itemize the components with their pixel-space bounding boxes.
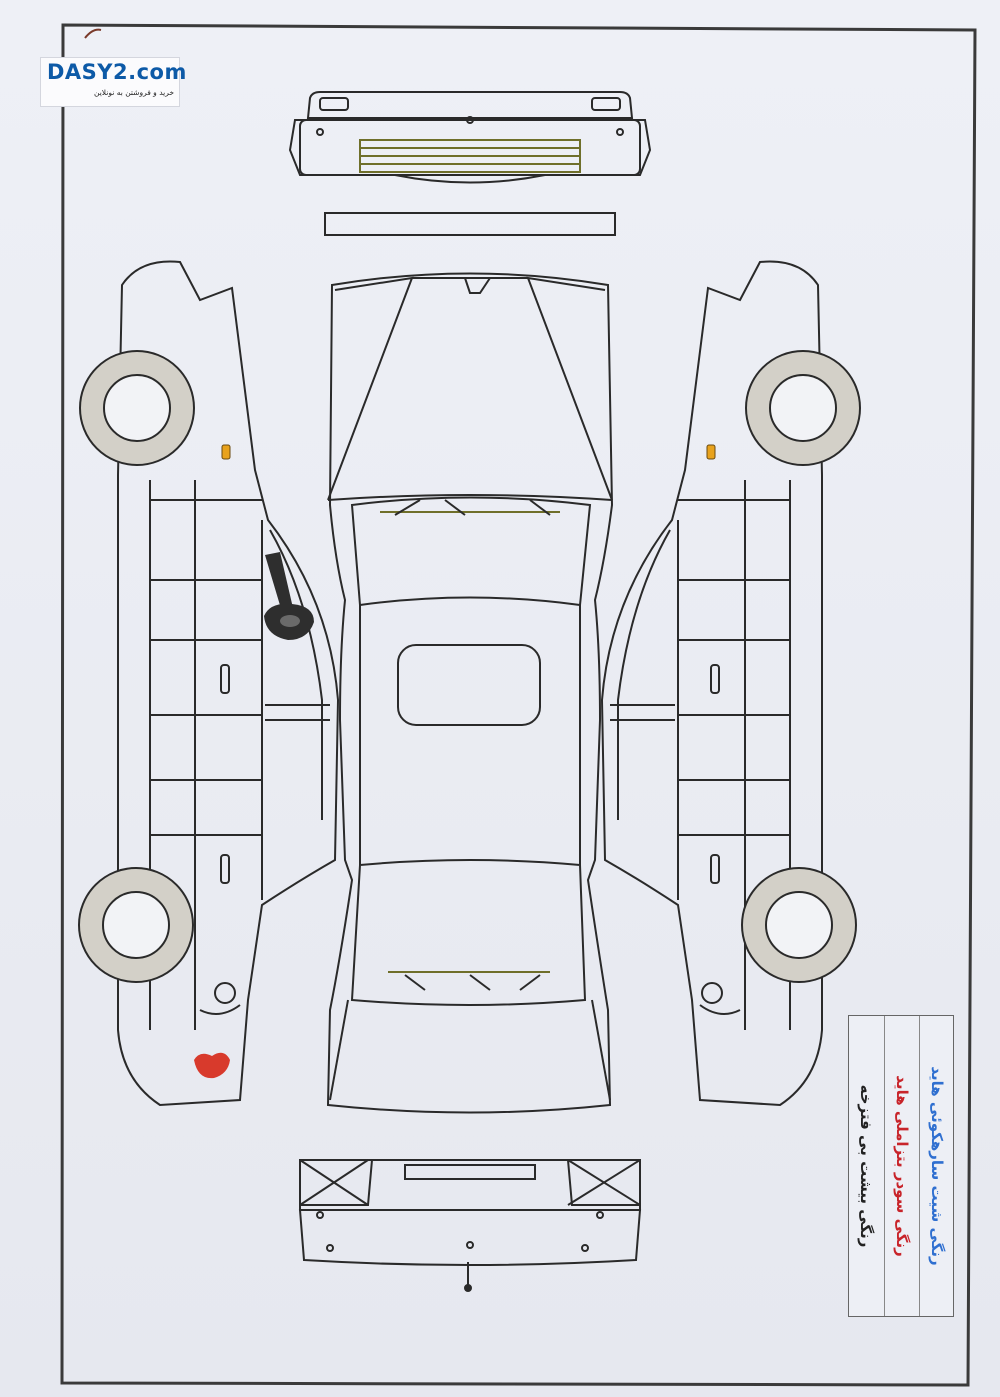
right-front-wheel: [745, 350, 861, 466]
legend-item: رنگی سودر بتزاملی هاید: [884, 1016, 918, 1316]
page-border: [60, 23, 977, 1387]
left-side-marker-light: [221, 444, 231, 460]
legend-item-text: رنگی بیشت بی فتزخه: [857, 1084, 875, 1248]
rear-view: [298, 1159, 642, 1292]
color-legend: رنگی بیشت بی فتزخه رنگی سودر بتزاملی های…: [848, 1015, 954, 1317]
left-front-wheel: [79, 350, 195, 466]
watermark-logo: DASY2.com خرید و فروشتن به نونلاین: [40, 57, 186, 107]
pen-mark: [84, 28, 102, 39]
legend-item: رنگی بیشت بی فتزخه: [849, 1016, 883, 1316]
legend-item-text: رنگی سودر بتزاملی هاید: [892, 1075, 911, 1257]
right-rear-wheel: [741, 867, 857, 983]
legend-item-text: رنگی شیت سارهکوئی هاید: [927, 1066, 946, 1266]
watermark-tagline: خرید و فروشتن به نونلاین: [94, 88, 174, 97]
repaint-spot-icon: [194, 1052, 230, 1079]
wrench-icon: [264, 552, 314, 640]
left-rear-wheel: [78, 867, 194, 983]
front-bumper-strip: [324, 212, 616, 236]
front-view: [288, 91, 652, 184]
top-view: [326, 272, 614, 1114]
right-side-marker-light: [706, 444, 716, 460]
legend-item: رنگی شیت سارهکوئی هاید: [919, 1016, 953, 1316]
watermark-logo-text: DASY2.com: [47, 60, 187, 84]
